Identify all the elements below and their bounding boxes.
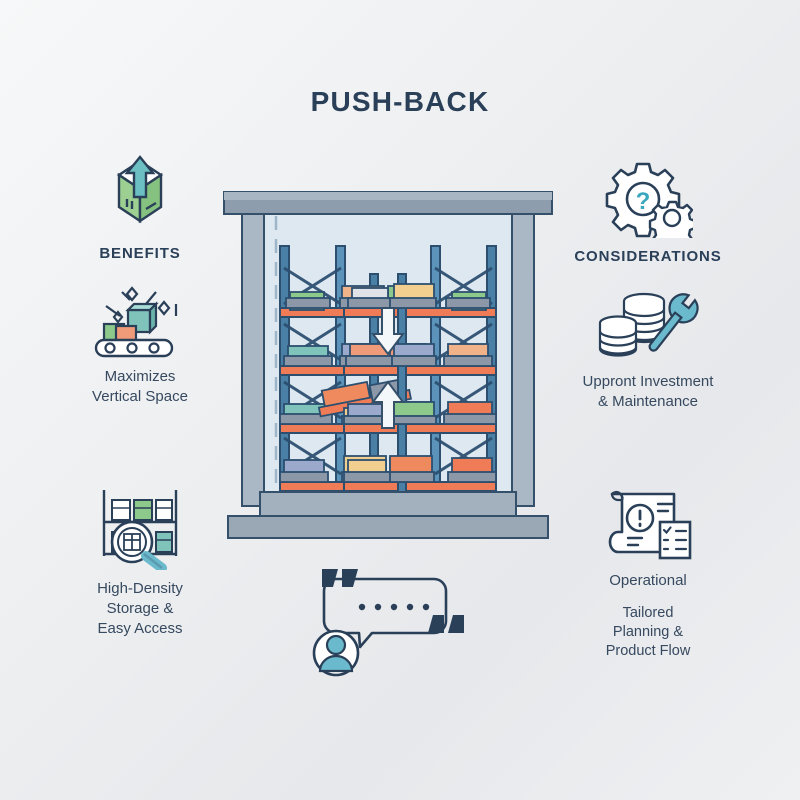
benefit-item-2-line-1: High-Density	[97, 580, 183, 597]
benefits-heading-block: BENEFITS	[40, 155, 240, 264]
benefit-item-1-line-1: Maximizes	[104, 368, 176, 385]
benefit-item-1-line-2: Vertical Space	[92, 387, 188, 405]
benefit-item-2-line-2: Storage &	[106, 599, 174, 617]
gears-question-mark-icon: ?	[548, 158, 748, 238]
consideration-item-2-line-3: Planning &	[612, 623, 684, 640]
speech-bubble-block	[300, 565, 500, 685]
consideration-item-1-line-1: Uppront Investment	[582, 373, 714, 390]
benefit-item-2-line-3: Easy Access	[97, 619, 183, 637]
conveyor-belt-boxes-icon	[40, 282, 240, 358]
up-arrow-icon	[371, 380, 405, 429]
blueprint-checklist-icon	[548, 488, 748, 562]
typing-dots	[358, 603, 430, 611]
svg-text:?: ?	[636, 188, 651, 215]
consideration-item-2-line-2: Tailored	[622, 604, 674, 621]
considerations-heading-block: ? CONSIDERATIONS	[548, 158, 748, 267]
consideration-item-1: Uppront Investment & Maintenance	[548, 287, 748, 412]
down-arrow-icon	[371, 307, 405, 356]
consideration-item-2-line-4: Product Flow	[605, 643, 691, 660]
consideration-item-2-line-1: Operational	[609, 572, 687, 589]
consideration-item-1-line-2: & Maintenance	[597, 392, 699, 410]
considerations-heading-label: CONSIDERATIONS	[574, 248, 722, 265]
consideration-item-2: Operational Tailored Planning & Product …	[548, 488, 748, 661]
benefit-item-2: High-Density Storage & Easy Access	[40, 478, 240, 638]
push-back-racking-illustration	[218, 186, 558, 551]
page-title: PUSH-BACK	[310, 86, 490, 117]
spacer	[548, 591, 748, 604]
speech-bubble-quote-icon	[312, 569, 464, 677]
person-avatar-icon	[312, 629, 360, 677]
box-up-arrow-icon	[40, 155, 240, 235]
coins-wrench-icon	[548, 287, 748, 363]
benefit-item-1: Maximizes Vertical Space	[40, 282, 240, 407]
benefits-heading-label: BENEFITS	[99, 245, 181, 262]
shelf-magnifier-icon	[40, 478, 240, 570]
